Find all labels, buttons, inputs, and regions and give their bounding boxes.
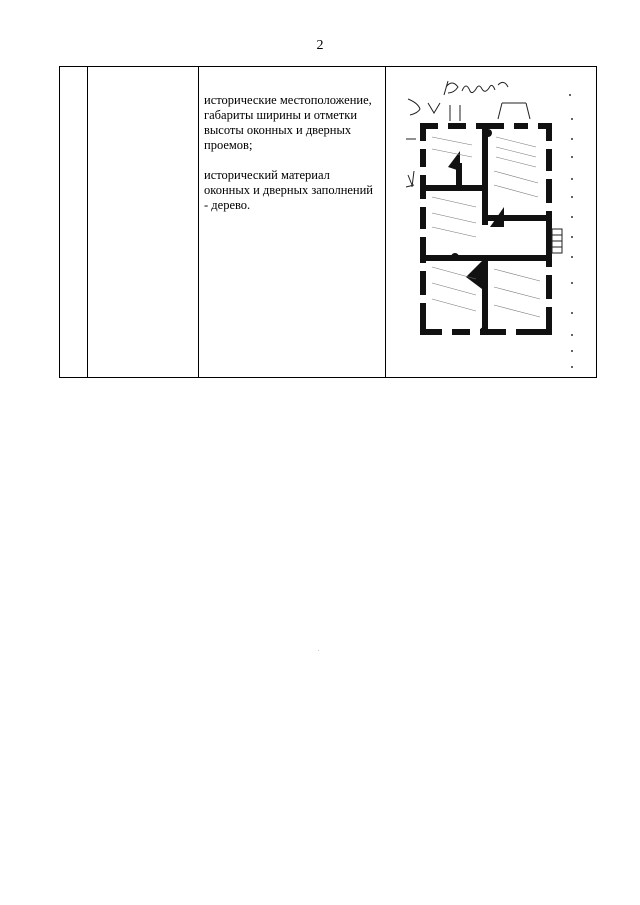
plan-interior-walls <box>426 129 546 329</box>
plan-left-scribble <box>405 170 415 188</box>
plan-margin-mark <box>407 98 421 116</box>
plan-hatching <box>431 136 541 318</box>
floor-plan-image <box>386 67 596 377</box>
page-number: 2 <box>316 38 324 53</box>
plan-window-openings <box>420 123 552 335</box>
plan-stair-marks <box>448 151 504 289</box>
description-paragraph-1: исторические местоположение, габариты ши… <box>204 93 372 152</box>
plan-right-margin-marks <box>569 94 573 368</box>
plan-caption-handwriting <box>443 80 509 96</box>
description-cell: исторические местоположение, габариты ши… <box>198 66 386 378</box>
element-cell <box>87 66 199 378</box>
table-row: исторические местоположение, габариты ши… <box>59 66 597 378</box>
scan-speck <box>318 650 319 651</box>
plan-stove-marks <box>451 129 492 335</box>
requirements-table: исторические местоположение, габариты ши… <box>59 66 597 378</box>
plan-porch <box>551 228 563 254</box>
plan-top-projections <box>427 102 531 121</box>
plan-image-cell <box>385 66 597 378</box>
floor-plan-drawing <box>405 80 573 368</box>
description-paragraph-2: исторический материал оконных и дверных … <box>204 168 373 212</box>
number-cell <box>59 66 88 378</box>
